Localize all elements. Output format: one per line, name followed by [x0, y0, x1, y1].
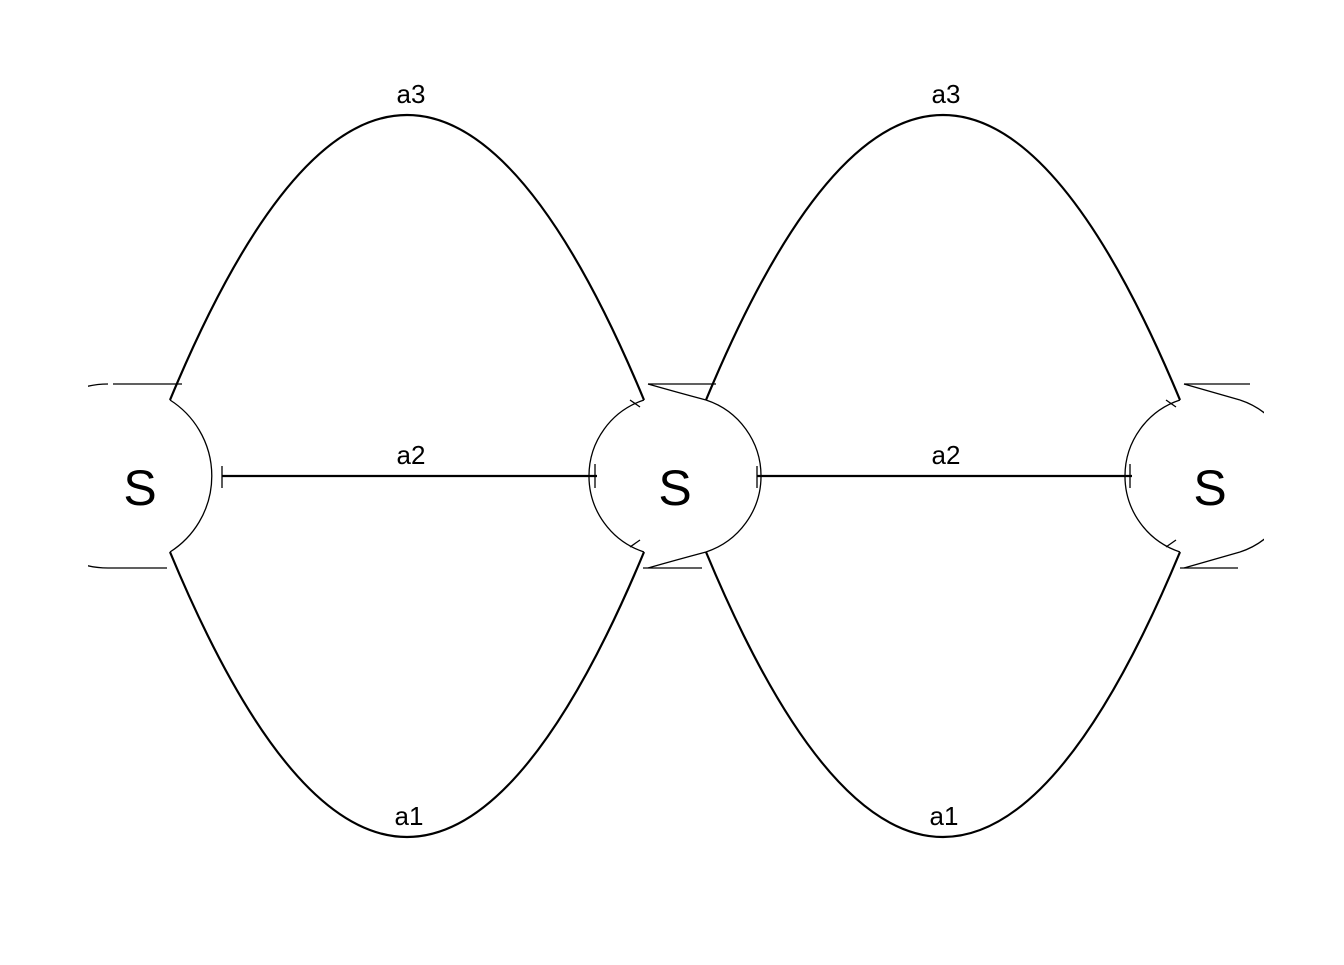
edge-label: a2 — [397, 440, 426, 470]
node-label: S — [658, 460, 691, 516]
state-node-2[interactable]: S — [588, 383, 762, 569]
edge-label: a3 — [397, 79, 426, 109]
edge-a1-1[interactable] — [168, 551, 646, 839]
node-label: S — [123, 460, 156, 516]
edge-label: a1 — [395, 801, 424, 831]
edge-a3-1[interactable] — [168, 113, 646, 401]
edge-a1-2[interactable] — [704, 551, 1182, 839]
state-node-3[interactable]: S — [1124, 383, 1295, 569]
edge-label: a2 — [932, 440, 961, 470]
state-node-1[interactable]: S — [16, 383, 213, 569]
node-label: S — [1193, 460, 1226, 516]
edge-label: a1 — [930, 801, 959, 831]
edge-label: a3 — [932, 79, 961, 109]
edge-a3-2[interactable] — [704, 113, 1182, 401]
